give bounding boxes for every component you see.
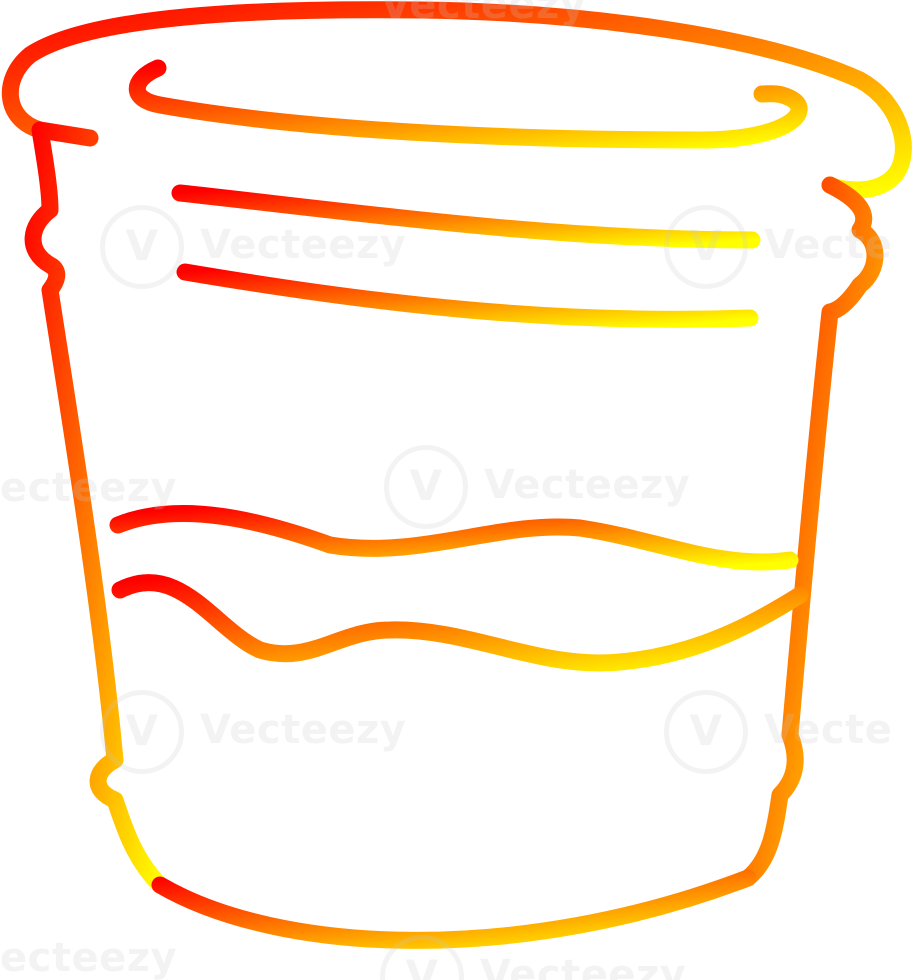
water-wave-bottom [111,574,809,672]
bucket-band-upper [171,184,761,249]
bucket-left-side [24,121,169,894]
bucket-rim [1,1,912,199]
bucket-right-side [739,176,884,887]
bucket-rim-inner [128,59,808,149]
bucket-band-lower [176,263,759,328]
bucket-bottom [151,869,757,949]
water-wave-top [109,505,799,571]
